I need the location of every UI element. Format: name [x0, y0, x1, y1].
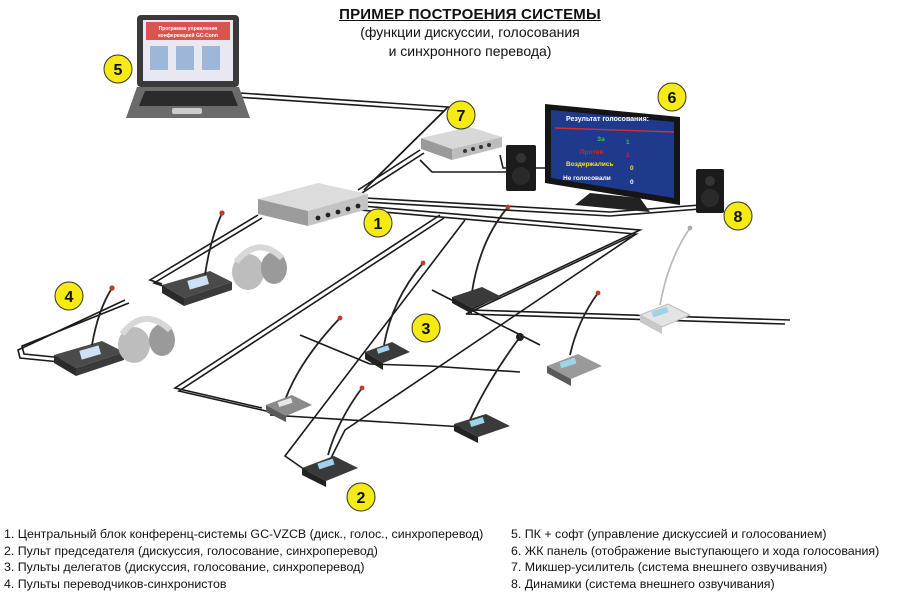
cable-central-interpreters	[148, 214, 259, 285]
svg-text:3: 3	[422, 321, 431, 338]
interpreter-console-lower	[54, 285, 175, 376]
cable-central-tv	[364, 197, 701, 213]
tv-row-against-value: 1	[626, 152, 630, 159]
delegate-unit-right	[547, 290, 602, 386]
laptop-screen-line1: Программа управления	[159, 26, 218, 32]
legend-right: 5. ПК + софт (управление дискуссией и го…	[511, 526, 879, 592]
badge-6: 6	[657, 82, 687, 112]
tv-row-none-value: 0	[630, 179, 634, 186]
cable-delegate-net-6	[299, 334, 371, 365]
tv-row-abstain-value: 0	[630, 165, 634, 172]
cable-delegate-net-1	[172, 214, 441, 409]
diagram-title: ПРИМЕР ПОСТРОЕНИЯ СИСТЕМЫ	[339, 6, 601, 23]
legend-left: 1. Центральный блок конференц-системы GC…	[4, 526, 483, 592]
tv-row-abstain-label: Воздержались	[566, 161, 613, 168]
delegate-unit-center	[365, 260, 426, 370]
legend-item-5: 5. ПК + софт (управление дискуссией и го…	[511, 527, 827, 541]
svg-text:5: 5	[114, 62, 123, 79]
tv-heading: Результат голосования:	[566, 116, 649, 123]
badge-7: 7	[446, 100, 476, 130]
tv-row-for-label: За	[597, 136, 605, 143]
svg-text:8: 8	[734, 209, 743, 226]
badge-5: 5	[103, 54, 133, 84]
speaker-left	[506, 145, 536, 191]
central-unit	[258, 183, 368, 226]
speaker-right	[696, 169, 724, 213]
legend-item-6: 6. ЖК панель (отображение выступающего и…	[511, 543, 880, 558]
svg-text:6: 6	[668, 90, 677, 107]
legend-item-2: 2. Пульт председателя (дискуссия, голосо…	[4, 543, 378, 558]
svg-text:7: 7	[457, 108, 466, 125]
diagram-subtitle-line2: и синхронного перевода)	[388, 43, 552, 59]
badge-1: 1	[363, 208, 393, 238]
cable-central-network-right	[361, 205, 791, 321]
tv-row-against-label: Против	[580, 149, 604, 156]
svg-text:1: 1	[374, 216, 383, 233]
delegate-unit-far-right	[638, 225, 693, 334]
mixer-amplifier	[421, 127, 502, 160]
badge-8: 8	[723, 201, 753, 231]
cable-delegate-net-4	[369, 363, 521, 373]
cable-central-mixer	[357, 149, 421, 191]
legend-item-3: 3. Пульты делегатов (дискуссия, голосова…	[4, 560, 365, 575]
badge-4: 4	[54, 281, 84, 311]
badge-2: 2	[346, 482, 376, 512]
tv-row-for-value: 1	[626, 139, 630, 146]
svg-text:2: 2	[357, 490, 366, 507]
laptop-screen-line2: конференцией GC-Conn	[158, 32, 218, 39]
legend-item-4: 4. Пульты переводчиков-синхронистов	[4, 576, 227, 591]
cable-delegate-net-2	[283, 219, 466, 473]
tv-row-none-label: Не голосовали	[563, 175, 611, 182]
delegate-unit-left	[266, 315, 343, 422]
cables	[17, 92, 791, 473]
badge-3: 3	[411, 313, 441, 343]
legend-item-7: 7. Микшер-усилитель (система внешнего оз…	[511, 560, 828, 575]
legend-item-8: 8. Динамики (система внешнего озвучивани…	[511, 576, 775, 591]
cable-pc-to-central	[239, 92, 450, 187]
cable-delegate-net-3	[329, 233, 637, 461]
delegate-unit-bottom	[454, 333, 524, 443]
legend-item-1: 1. Центральный блок конференц-системы GC…	[4, 527, 484, 541]
lcd-panel: Результат голосования: За 1 Против 1 Воз…	[545, 104, 680, 212]
chairman-unit	[302, 385, 365, 487]
cable-delegate-net-7	[269, 414, 481, 429]
diagram-title-block: ПРИМЕР ПОСТРОЕНИЯ СИСТЕМЫ (функции диску…	[300, 6, 640, 61]
svg-text:4: 4	[65, 289, 74, 306]
diagram-subtitle-line1: (функции дискуссии, голосования	[360, 24, 580, 40]
cable-interpreters-line	[17, 299, 126, 363]
laptop-pc: Программа управления конференцией GC-Con…	[126, 15, 250, 118]
delegate-unit-top	[452, 204, 511, 314]
interpreter-console-upper	[162, 210, 287, 306]
